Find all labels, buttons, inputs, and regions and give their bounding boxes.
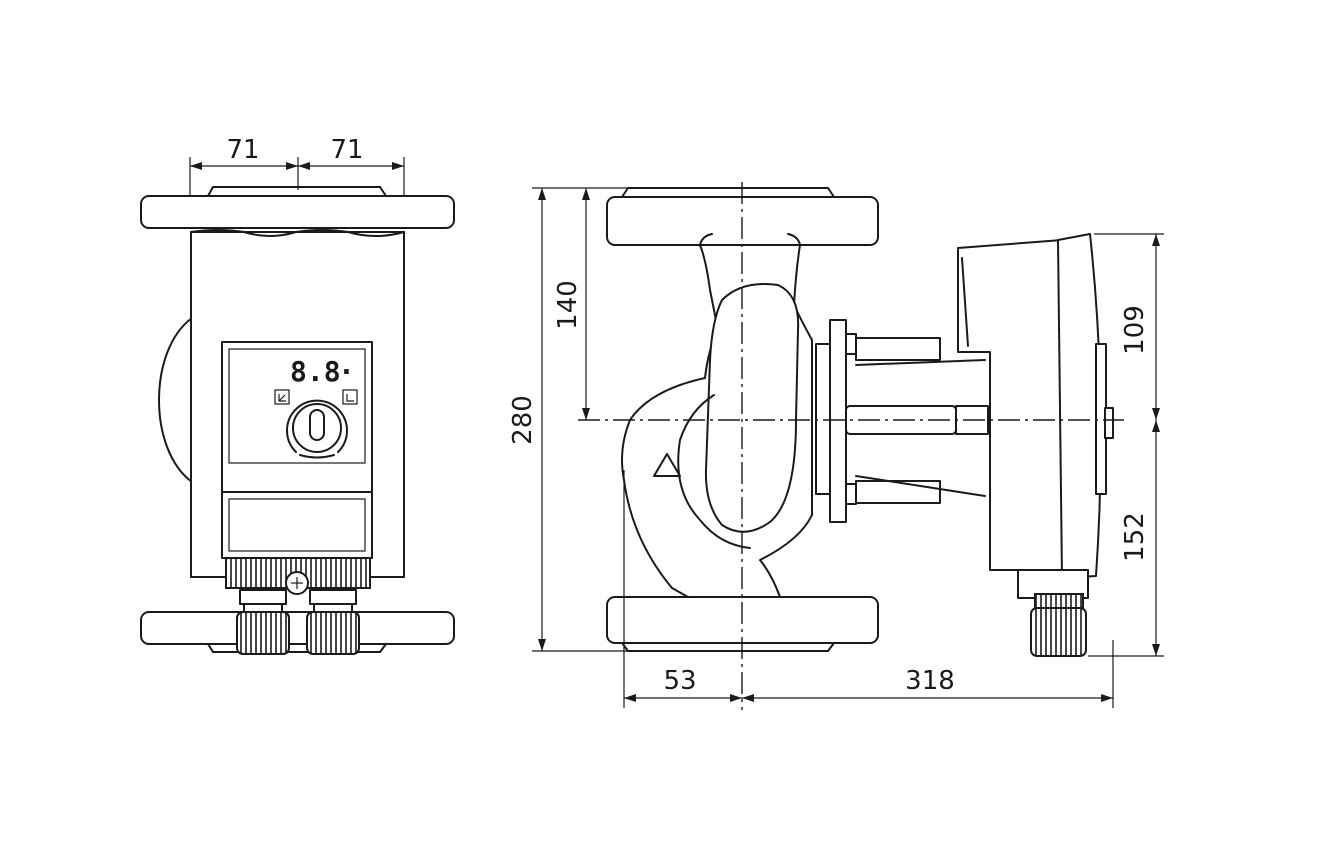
motor-flange-inner [815, 343, 831, 495]
earth-screw-icon [285, 571, 309, 595]
front-top-flange [140, 195, 455, 229]
dim-label-140: 140 [553, 280, 583, 330]
front-cable-gland-right [306, 589, 360, 655]
flow-direction-icon [653, 453, 681, 477]
display-panel [228, 348, 366, 464]
control-knob[interactable] [286, 399, 348, 459]
upper-height-dimension: 140 [553, 188, 590, 420]
motor-bolt-lower [855, 480, 941, 504]
dim-label-318: 318 [905, 666, 955, 696]
motor-flange [829, 319, 847, 523]
front-bottom-flange [140, 611, 455, 645]
terminal-box [221, 491, 373, 559]
motor-lower-dimension: 152 [1088, 420, 1164, 657]
front-cable-gland-left [236, 589, 290, 655]
front-view: 71 71 8.8 · [140, 135, 455, 655]
front-housing-bulge [158, 317, 193, 483]
pump-volute [704, 283, 800, 533]
front-width-dimension: 71 71 [189, 135, 405, 228]
horizontal-length-dimension: 53 318 [623, 470, 1114, 708]
mode-icon-right [342, 389, 358, 405]
dim-label-53: 53 [663, 666, 696, 696]
motor-upper-dimension: 109 [1094, 233, 1164, 420]
mode-icon-left [274, 389, 290, 405]
dim-label-280: 280 [508, 395, 538, 445]
motor-cover [1057, 233, 1102, 579]
overall-height-dimension: 280 [508, 187, 628, 652]
dim-label-71-left: 71 [226, 135, 259, 165]
dim-label-71-right: 71 [330, 135, 363, 165]
motor-bolt-upper [855, 337, 941, 361]
side-view: 280 140 109 152 [508, 182, 1164, 710]
dim-label-109: 109 [1120, 305, 1150, 355]
dim-label-152: 152 [1120, 512, 1150, 562]
display-readout: 8.8 [290, 355, 341, 388]
display-dot: · [338, 355, 355, 388]
side-cable-gland [1030, 607, 1087, 657]
